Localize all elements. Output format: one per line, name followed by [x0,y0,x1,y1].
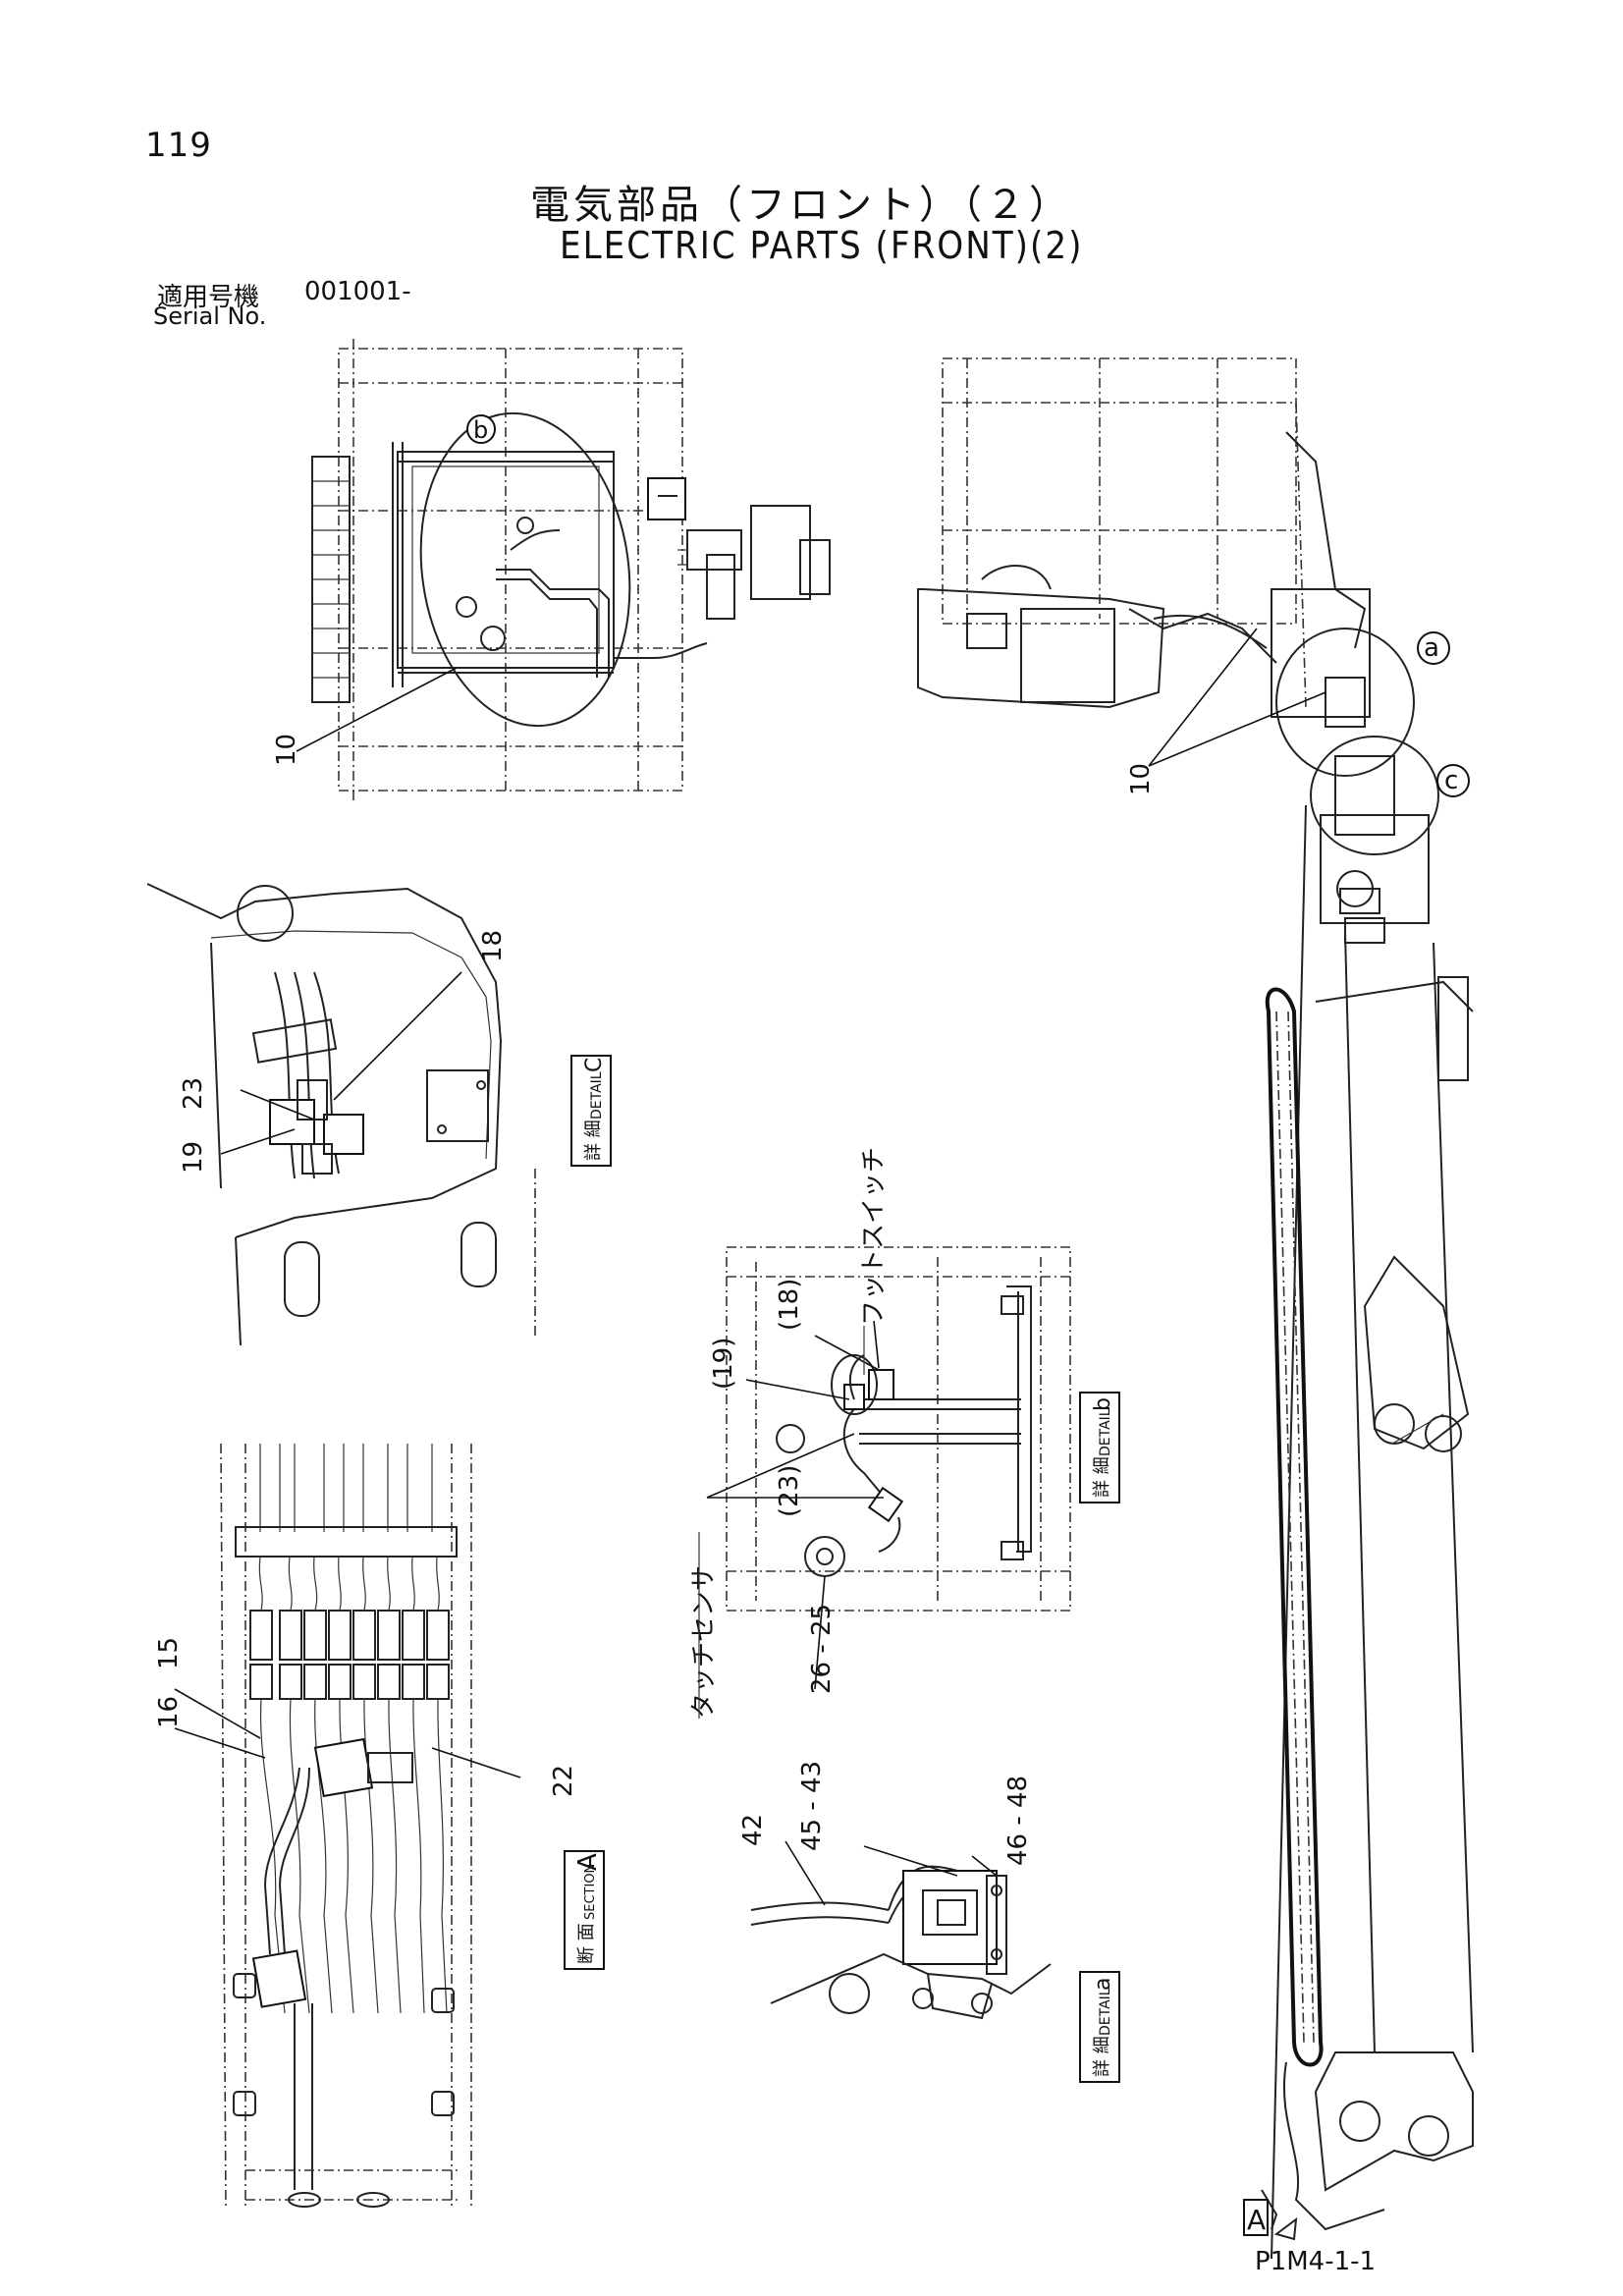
part-18-ref: (18) [775,1279,804,1331]
detail-c-letter: C [582,1058,607,1072]
detail-c-label-en: DETAIL [589,1071,605,1120]
callout-a-letter: a [1424,633,1439,663]
part-19-ref: (19) [709,1338,738,1390]
part-19: 19 [179,1141,208,1174]
part-26-25: 26 - 25 [807,1604,837,1694]
serial-value: 001001- [304,277,411,306]
serial-label-jp: 適用号機 [157,283,260,312]
callout-c-letter: c [1444,766,1458,795]
touch-sensor-label-jp: タッチセンサ [689,1565,719,1719]
detail-a-label-jp: 詳 細 [1092,2036,1112,2077]
detail-c-label-jp: 詳 細 [583,1120,604,1161]
section-a-label-jp: 断 面 [576,1923,597,1964]
part-45-43: 45 - 43 [797,1761,827,1851]
callout-c-bubble [1436,764,1470,797]
part-10-right: 10 [1126,763,1156,795]
foot-switch-label-jp: フットスイッチ [859,1147,889,1326]
serial-label-en: Serial No. [153,302,267,330]
part-22: 22 [549,1765,578,1797]
part-23-ref: (23) [775,1465,804,1517]
section-a-letter: A [573,1853,603,1871]
right-view: a c A 10 [917,357,1474,2260]
part-16: 16 [154,1696,184,1728]
detail-b-view: (19) (18) (23) 26 - 25 フットスイッチ タッチセンサ 詳 … [689,1147,1120,1719]
top-left-view: b 10 [272,339,831,800]
part-15: 15 [154,1637,184,1669]
detail-b-label-jp: 詳 細 [1092,1456,1112,1498]
part-18: 18 [478,930,508,962]
detail-c-view: 18 23 19 詳 細 DETAIL C [146,883,612,1346]
section-a-view: 15 16 22 断 面 SECTION A [154,1443,605,2211]
section-a-label-en: SECTION [583,1864,598,1920]
detail-b-letter: b [1091,1397,1115,1411]
part-42: 42 [738,1814,768,1846]
detail-b-label-en: DETAIL [1098,1408,1113,1456]
section-marker-a: A [1247,2204,1266,2236]
part-46-48: 46 - 48 [1003,1776,1033,1866]
detail-a-label-en: DETAIL [1098,1988,1113,2036]
document-code: P1M4-1-1 [1255,2247,1377,2276]
detail-a-view: 42 45 - 43 46 - 48 詳 細 DETAIL a [738,1761,1120,2083]
callout-b-letter: b [473,416,488,444]
part-23: 23 [179,1077,208,1110]
callout-a-bubble [1417,631,1450,665]
page-number: 119 [145,126,212,165]
callout-b-bubble [466,414,496,444]
page-title-jp: 電気部品（フロント）（２） [530,183,1072,228]
page-title-en: ELECTRIC PARTS (FRONT)(2) [560,224,1084,267]
part-10-left: 10 [272,734,301,766]
detail-a-letter: a [1091,1978,1115,1991]
